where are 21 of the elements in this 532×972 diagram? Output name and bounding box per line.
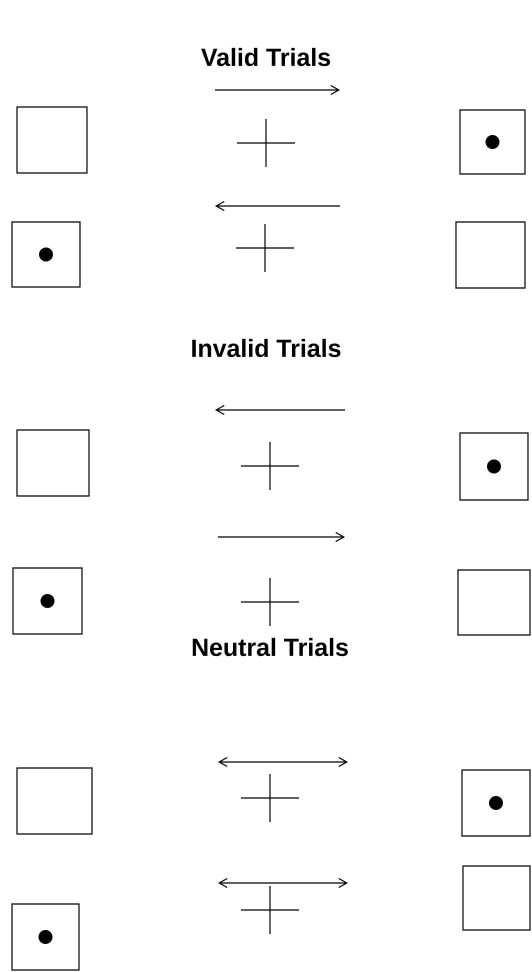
square-box <box>16 106 88 174</box>
dot <box>489 796 503 810</box>
dot <box>39 248 53 262</box>
dot <box>40 594 54 608</box>
square-box <box>11 221 81 288</box>
dot <box>486 135 500 149</box>
square-box <box>16 767 93 835</box>
section-heading: Valid Trials <box>201 48 330 66</box>
section-heading: Neutral Trials <box>192 638 348 656</box>
square-box <box>455 221 526 289</box>
square-box <box>462 865 531 931</box>
square-box <box>16 429 90 497</box>
square-box <box>11 903 80 971</box>
section-heading: Invalid Trials <box>192 338 340 358</box>
square-box <box>459 432 529 501</box>
dot <box>38 930 52 944</box>
square-box <box>461 769 531 837</box>
dot <box>487 460 501 474</box>
square-box <box>459 109 526 175</box>
square-box <box>457 569 531 636</box>
square-box <box>12 567 83 635</box>
